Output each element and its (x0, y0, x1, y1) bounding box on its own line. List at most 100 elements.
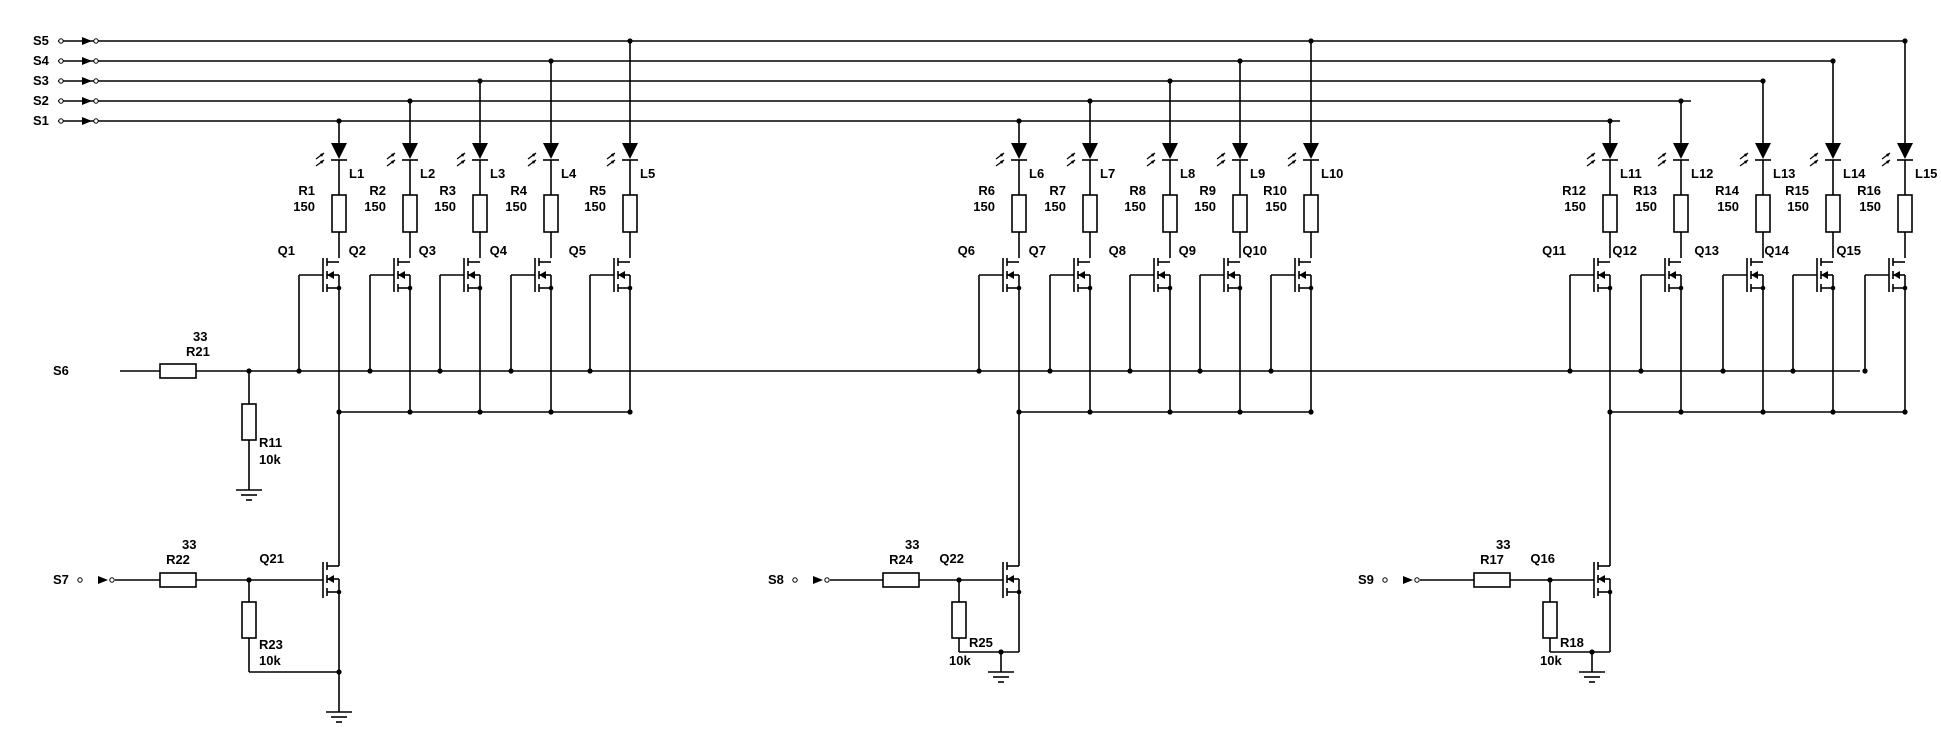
fet-label: Q6 (958, 243, 975, 258)
led-icon (543, 143, 559, 159)
row-signal-inputs: S5 S4 S3 S2 S1 (33, 33, 99, 128)
svg-text:R25: R25 (969, 635, 993, 650)
resistor-label: R1 (298, 183, 315, 198)
led-label: L1 (349, 166, 364, 181)
resistor-value: 150 (1194, 199, 1216, 214)
resistor-value: 150 (973, 199, 995, 214)
signal-label: S9 (1358, 572, 1374, 587)
svg-text:R22: R22 (166, 552, 190, 567)
resistor-icon (1162, 194, 1178, 233)
led-label: L11 (1620, 166, 1642, 181)
resistor-value: 150 (293, 199, 315, 214)
led-label: L14 (1843, 166, 1866, 181)
resistor-icon (1232, 194, 1248, 233)
led-icon (1232, 143, 1248, 159)
resistor-icon (472, 194, 488, 233)
resistor-value: 150 (505, 199, 527, 214)
row-terminal (58, 58, 64, 64)
row-terminal (93, 58, 99, 64)
led-icon (1602, 143, 1618, 159)
svg-text:33: 33 (905, 537, 919, 552)
signal-label: S7 (53, 572, 69, 587)
resistor-label: R10 (1263, 183, 1287, 198)
resistor-icon (1897, 194, 1913, 233)
row-arrow (82, 97, 92, 105)
led-label: L6 (1029, 166, 1044, 181)
resistor-label: R3 (439, 183, 456, 198)
resistor-label: R15 (1785, 183, 1809, 198)
fet-label: Q7 (1029, 243, 1046, 258)
fet-label: Q15 (1836, 243, 1861, 258)
led-label: L5 (640, 166, 655, 181)
led-label: L2 (420, 166, 435, 181)
fet-label: Q2 (349, 243, 366, 258)
led-icon (1897, 143, 1913, 159)
signal-label-s2: S2 (33, 93, 49, 108)
resistor-value: 150 (1124, 199, 1146, 214)
row-arrow (82, 117, 92, 125)
resistor-value: 150 (1859, 199, 1881, 214)
svg-text:R23: R23 (259, 637, 283, 652)
led-label: L12 (1691, 166, 1713, 181)
svg-text:Q21: Q21 (259, 551, 284, 566)
resistor-icon (1082, 194, 1098, 233)
svg-text:10k: 10k (1540, 653, 1562, 668)
gate-resistor-name: R21 (186, 344, 210, 359)
resistor-label: R14 (1715, 183, 1740, 198)
led-icon (1162, 143, 1178, 159)
resistor-icon (1673, 194, 1689, 233)
resistor-label: R8 (1129, 183, 1146, 198)
signal-label: S8 (768, 572, 784, 587)
row-terminal (93, 38, 99, 44)
resistor-value: 150 (434, 199, 456, 214)
resistor-label: R16 (1857, 183, 1881, 198)
signal-label-s1: S1 (33, 113, 49, 128)
led-label: L8 (1180, 166, 1195, 181)
led-label: L15 (1915, 166, 1937, 181)
resistor-value: 150 (584, 199, 606, 214)
fet-label: Q4 (490, 243, 508, 258)
resistor-label: R6 (978, 183, 995, 198)
resistor-icon (331, 194, 347, 233)
gate-bus: S6 R21 33 R11 10k (53, 329, 1860, 501)
svg-text:10k: 10k (949, 653, 971, 668)
row-bus-lines (58, 40, 1905, 122)
gate-resistor-value: 33 (193, 329, 207, 344)
signal-label-s3: S3 (33, 73, 49, 88)
svg-text:10k: 10k (259, 653, 281, 668)
resistor-label: R2 (369, 183, 386, 198)
resistor-icon (1303, 194, 1319, 233)
svg-text:R24: R24 (889, 552, 914, 567)
resistor-value: 150 (1564, 199, 1586, 214)
resistor-label: R12 (1562, 183, 1586, 198)
row-arrow (82, 77, 92, 85)
resistor-icon (543, 194, 559, 233)
led-channels: L1R1150Q1L2R2150Q2L3R3150Q3L4R4150Q4L5R5… (278, 38, 1937, 415)
led-label: L9 (1250, 166, 1265, 181)
svg-text:Q22: Q22 (939, 551, 964, 566)
resistor-label: R13 (1633, 183, 1657, 198)
resistor-value: 150 (1787, 199, 1809, 214)
resistor-icon (1602, 194, 1618, 233)
svg-text:R18: R18 (1560, 635, 1584, 650)
row-arrow (82, 57, 92, 65)
fet-label: Q11 (1542, 243, 1566, 258)
fet-label: Q14 (1764, 243, 1789, 258)
row-terminal (58, 118, 64, 124)
signal-label-s6: S6 (53, 363, 69, 378)
fet-label: Q9 (1179, 243, 1196, 258)
fet-label: Q8 (1109, 243, 1126, 258)
resistor-value: 150 (1635, 199, 1657, 214)
resistor-value: 150 (1265, 199, 1287, 214)
led-icon (1825, 143, 1841, 159)
led-label: L3 (490, 166, 505, 181)
